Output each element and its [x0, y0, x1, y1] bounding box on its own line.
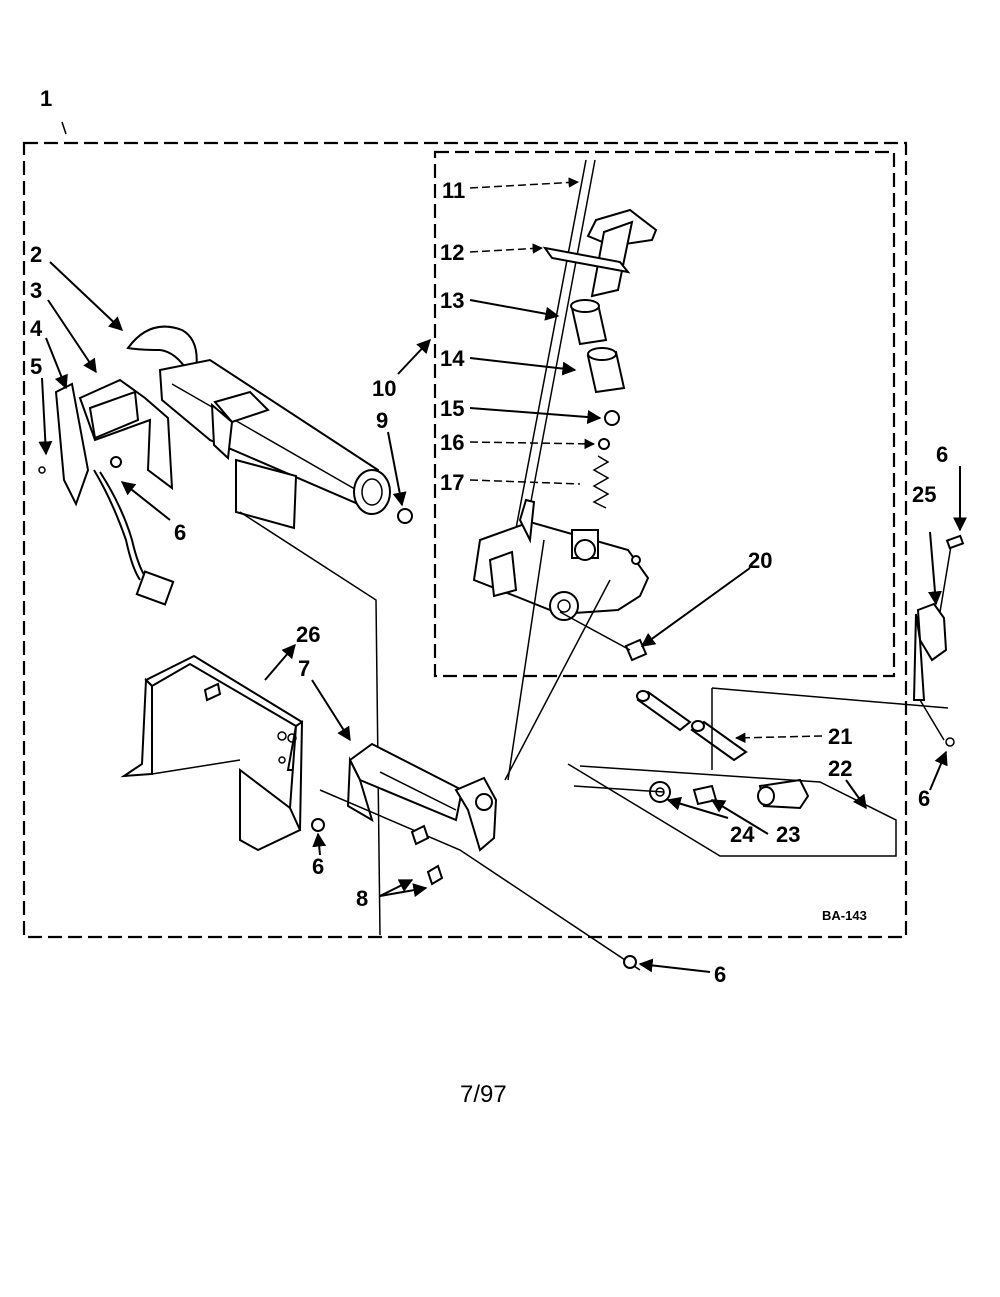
screw	[311, 818, 325, 832]
callout-6-bracket: 6	[312, 854, 324, 879]
callout-20: 20	[748, 548, 772, 573]
callout-12: 12	[440, 240, 464, 265]
footer-date: 7/97	[460, 1081, 507, 1108]
callout-22: 22	[828, 756, 852, 781]
screw	[397, 508, 413, 524]
screw	[623, 955, 637, 969]
callout-17: 17	[440, 470, 464, 495]
callout-6-left: 6	[174, 520, 186, 545]
screw	[426, 864, 444, 886]
callout-13: 13	[440, 288, 464, 313]
callout-26: 26	[296, 622, 320, 647]
callout-3: 3	[30, 278, 42, 303]
mounting-bracket	[120, 654, 304, 852]
callout-25: 25	[912, 482, 936, 507]
diagram-code: BA-143	[822, 908, 867, 923]
gas-valve-assembly	[472, 159, 658, 781]
callout-11: 11	[442, 178, 465, 203]
callout-6-bottom: 6	[714, 962, 726, 987]
callout-6-right-bottom: 6	[918, 786, 930, 811]
callout-7: 7	[298, 656, 310, 681]
callout-10: 10	[372, 376, 396, 401]
callout-16: 16	[440, 430, 464, 455]
callout-1: 1	[40, 86, 52, 111]
callout-5: 5	[30, 354, 42, 379]
callout-23: 23	[776, 822, 800, 847]
callout-leaders	[38, 121, 967, 973]
callout-4: 4	[30, 316, 43, 341]
callout-21: 21	[828, 724, 852, 749]
callout-14: 14	[440, 346, 465, 371]
callout-6-right-top: 6	[936, 442, 948, 467]
burner-assembly	[38, 325, 391, 936]
callout-15: 15	[440, 396, 464, 421]
screw	[410, 824, 430, 846]
igniter-shield	[319, 742, 641, 971]
callout-24: 24	[730, 822, 755, 847]
assembly-boundary	[22, 141, 908, 939]
callout-2: 2	[30, 242, 42, 267]
callout-9: 9	[376, 408, 388, 433]
pipe-fittings	[567, 687, 949, 857]
callout-8: 8	[356, 886, 368, 911]
valve-subassembly-boundary	[433, 150, 896, 678]
side-bracket	[912, 534, 965, 747]
